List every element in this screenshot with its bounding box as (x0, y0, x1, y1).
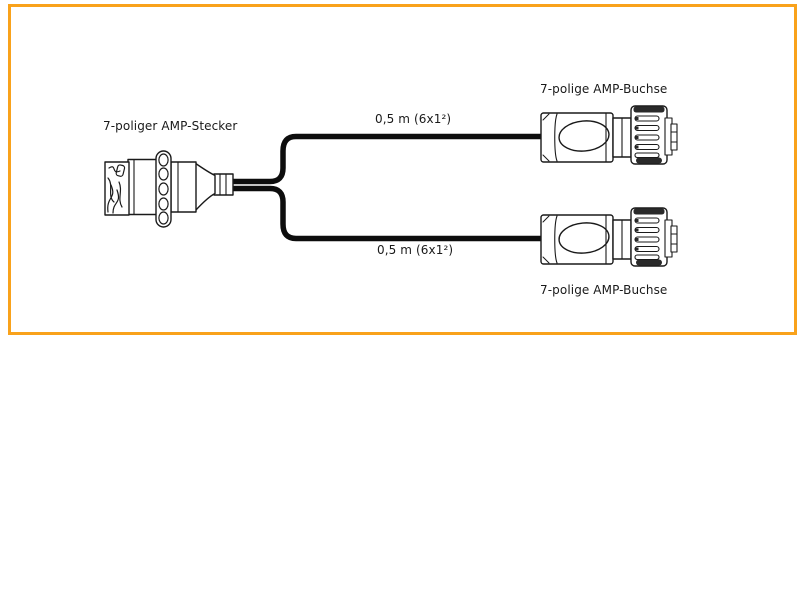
cable-diagram-drawing (104, 105, 678, 267)
cable-top (228, 133, 560, 185)
socket-top-label: 7-polige AMP-Buchse (540, 82, 668, 96)
cable-bottom (228, 185, 560, 242)
amp-stecker-drawing (104, 150, 234, 228)
plug-label: 7-poliger AMP-Stecker (103, 119, 238, 133)
cable-top-label: 0,5 m (6x1²) (375, 112, 452, 126)
amp-buchse-top-drawing (540, 105, 678, 165)
amp-buchse-bottom-drawing (540, 207, 678, 267)
cable-bottom-label: 0,5 m (6x1²) (377, 243, 454, 257)
diagram-frame (8, 4, 797, 335)
socket-bottom-label: 7-polige AMP-Buchse (540, 283, 668, 297)
